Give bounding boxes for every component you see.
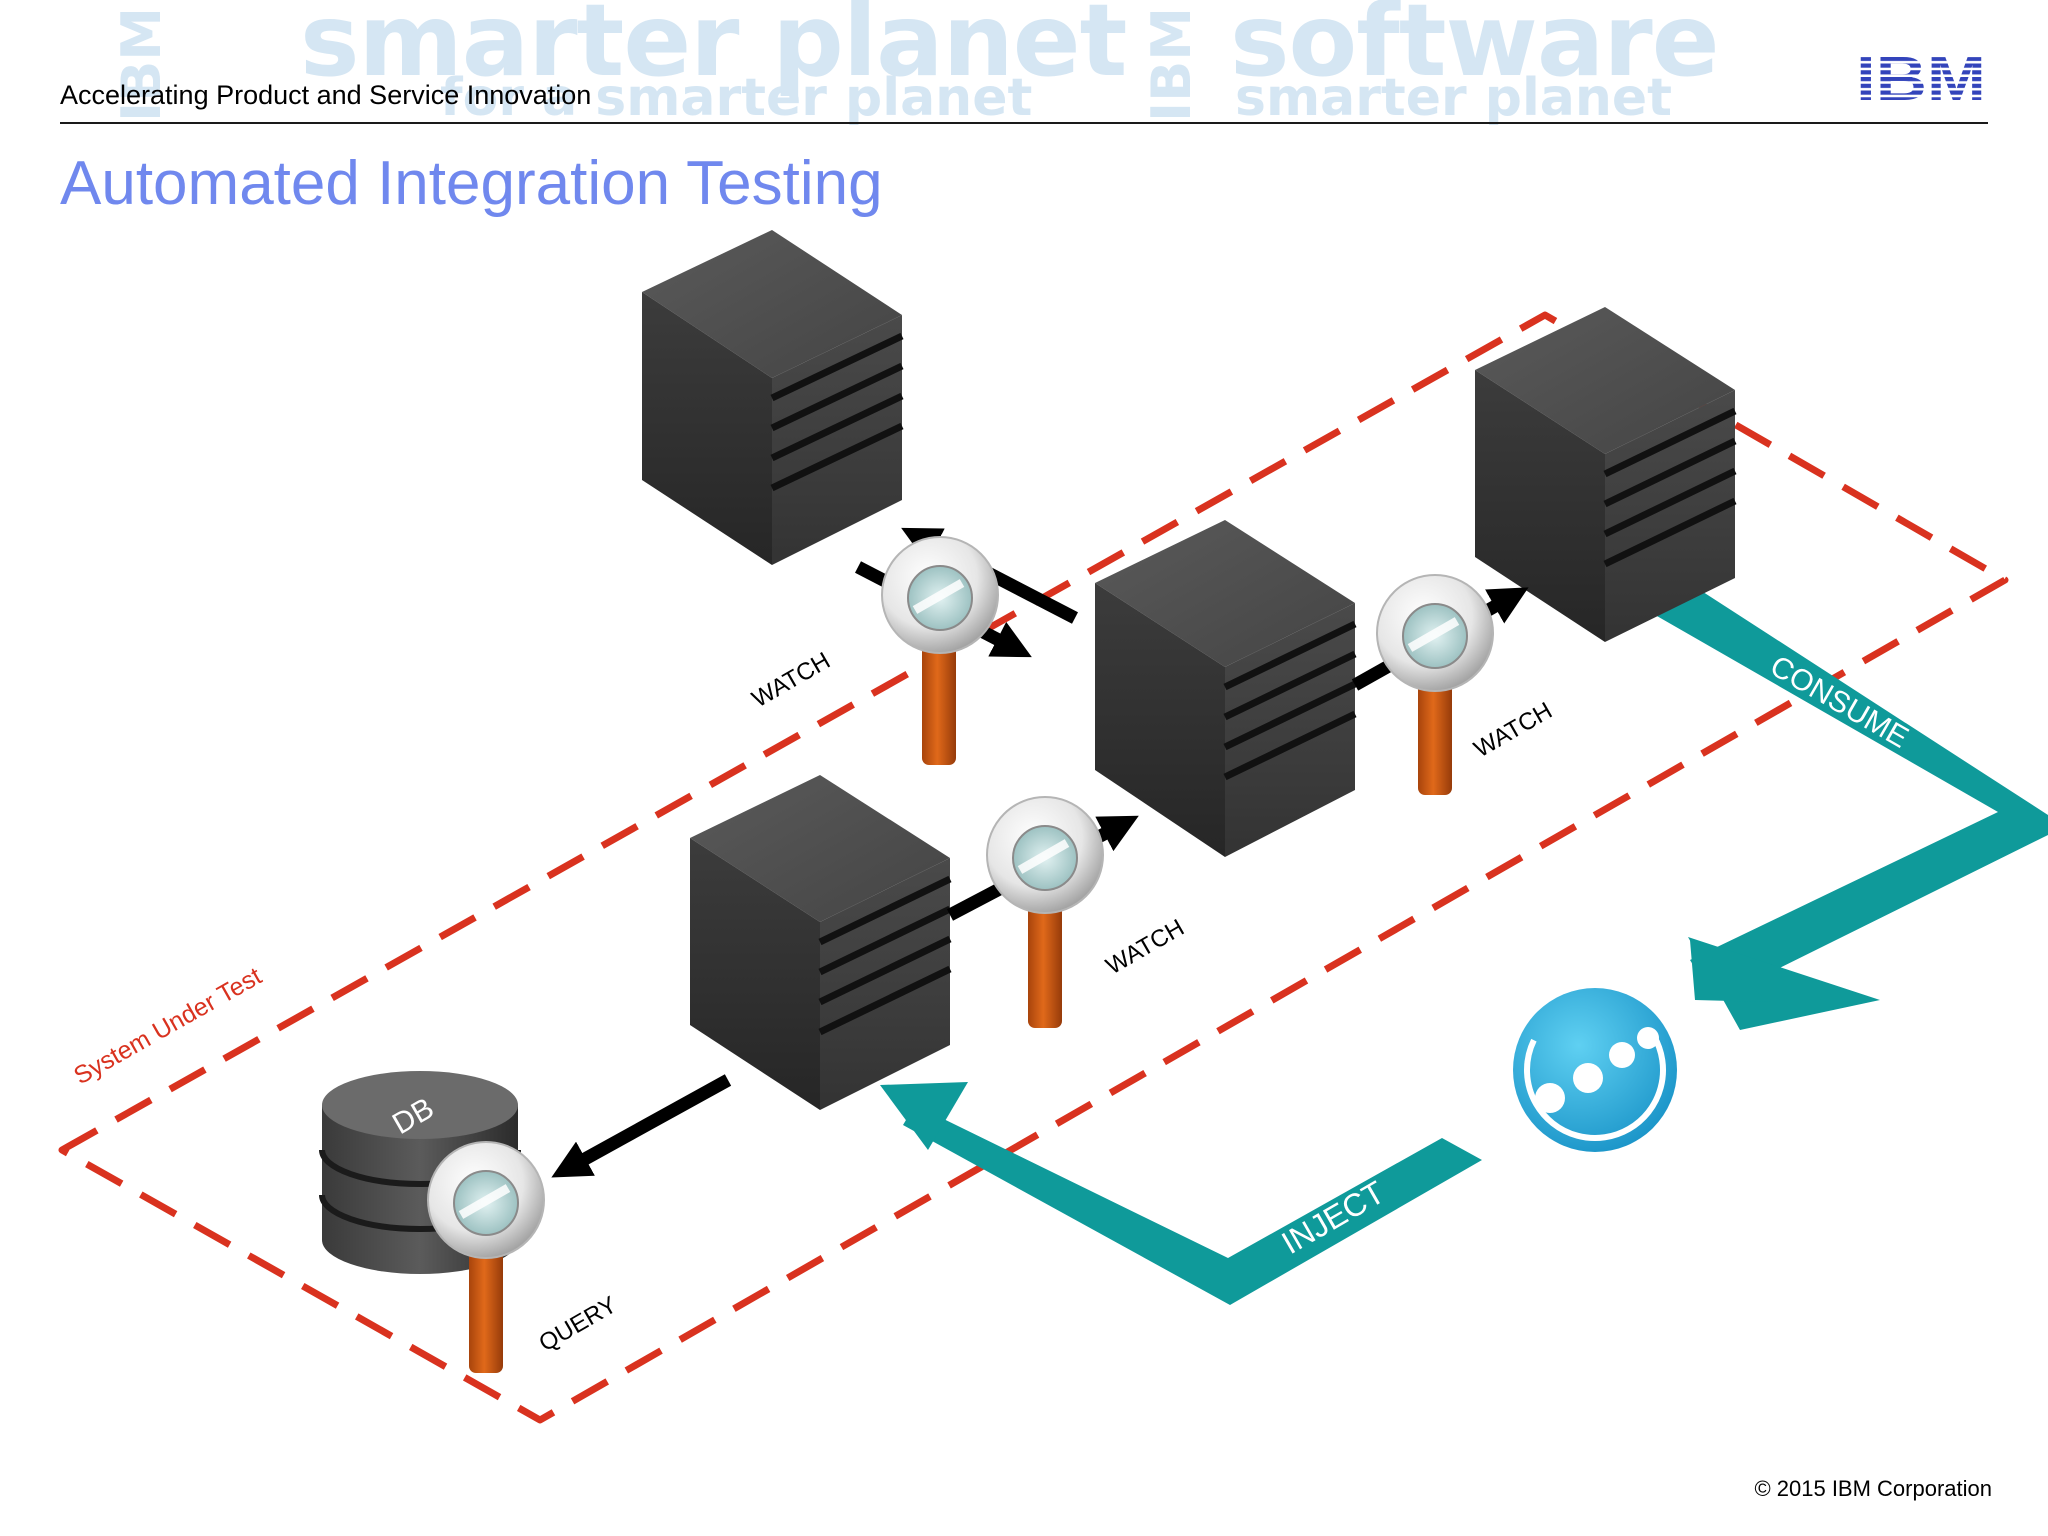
magnifier-icon-4 xyxy=(427,1141,545,1373)
server-right xyxy=(1475,307,1737,642)
watch-label-3: WATCH xyxy=(1102,914,1189,980)
magnifier-icon-3 xyxy=(986,796,1104,1028)
integration-orb-icon xyxy=(1513,988,1677,1152)
watch-label-1: WATCH xyxy=(748,647,835,713)
slide-title: Automated Integration Testing xyxy=(60,149,883,218)
copyright-footer: © 2015 IBM Corporation xyxy=(1754,1476,1992,1501)
system-under-test-label: System Under Test xyxy=(69,962,266,1090)
query-label: QUERY xyxy=(535,1291,622,1357)
ibm-logo: IBM xyxy=(1856,50,1986,104)
system-under-test-boundary xyxy=(58,311,2009,1424)
presentation-subtitle: Accelerating Product and Service Innovat… xyxy=(60,80,592,110)
server-external-top xyxy=(642,230,904,565)
ibm-logo-text: IBM xyxy=(1856,50,1986,104)
watch-label-2: WATCH xyxy=(1470,697,1557,763)
header-divider xyxy=(60,122,1988,124)
magnifier-icon-2 xyxy=(1376,574,1494,795)
magnifier-icon-1 xyxy=(881,536,999,765)
server-center xyxy=(1095,520,1357,857)
server-lower-left xyxy=(690,775,952,1110)
inject-arrow xyxy=(880,1082,1482,1305)
consume-arrow xyxy=(1650,590,2048,1030)
